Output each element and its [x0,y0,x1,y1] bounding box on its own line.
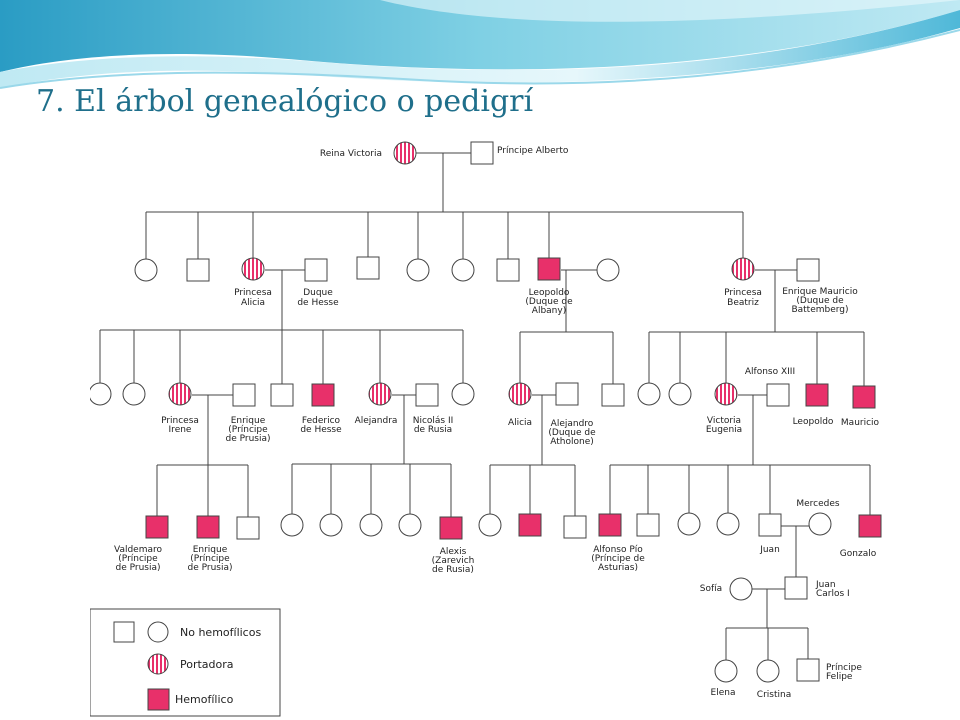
mauricio-symbol [852,385,876,409]
nicolas-ii-symbol [415,383,439,407]
son-symbol [496,258,520,282]
princesa-alicia-symbol [241,257,265,281]
enrique-prusia-symbol [232,383,256,407]
mercedes-symbol [808,512,832,536]
slide-title: 7. El árbol genealógico o pedigrí [36,84,534,119]
valdemaro-symbol [145,515,169,539]
pedigree-lines [99,152,871,660]
label-alejandra: Alejandra [355,416,398,426]
leopoldo-symbol [805,383,829,407]
victoria-eugenia-symbol [714,382,738,406]
label-gonzalo: Gonzalo [840,549,877,559]
daughter-symbol [478,513,502,537]
princesa-beatriz-symbol [731,257,755,281]
daughter-symbol [637,382,661,406]
legend-carrier-label: Portadora [180,658,234,671]
leopoldo-albany-symbol [537,257,561,281]
label-alfonso-xiii: Alfonso XIII [745,367,795,377]
sofia-symbol [729,577,753,601]
alfonso-xiii-symbol [766,383,790,407]
affected-son-symbol [518,513,542,537]
federico-hesse-symbol [311,383,335,407]
duque-hesse-symbol [304,258,328,282]
legend-carrier-symbol [147,653,169,675]
label-alicia: Alicia [508,418,532,428]
son-symbol [636,513,660,537]
alejandra-symbol [368,382,392,406]
son-symbol [601,383,625,407]
header-banner [0,0,960,89]
legend-normal-label: No hemofílicos [180,626,261,639]
label-mercedes: Mercedes [796,499,840,509]
enrique-mauricio-symbol [796,258,820,282]
legend-circle-symbol [147,621,169,643]
label-leopoldo: Leopoldo [793,417,834,427]
son-symbol [236,516,260,540]
daughter-symbol [406,258,430,282]
reina-victoria-symbol [393,141,417,165]
label-principe-alberto: Príncipe Alberto [497,146,569,156]
cristina-symbol [756,659,780,683]
label-elena: Elena [711,688,736,698]
son-symbol [270,383,294,407]
daughter-symbol [451,382,475,406]
label-cristina: Cristina [757,690,791,700]
daughter-symbol [280,513,304,537]
alicia-symbol [508,382,532,406]
alejandro-atholone-symbol [555,382,579,406]
daughter-symbol [668,382,692,406]
juan-carlos-symbol [784,576,808,600]
son-symbol [356,256,380,280]
legend: No hemofílicos Portadora Hemofílico [90,608,281,717]
gonzalo-symbol [858,514,882,538]
label-mauricio: Mauricio [841,418,880,428]
label-reina-victoria: Reina Victoria [320,149,382,159]
daughter-symbol [122,382,146,406]
legend-affected-label: Hemofílico [175,693,234,706]
princesa-irene-symbol [168,382,192,406]
elena-symbol [714,659,738,683]
legend-square-symbol [113,621,135,643]
daughter-symbol [451,258,475,282]
daughter-symbol [319,513,343,537]
felipe-symbol [796,658,820,682]
daughter-symbol [716,512,740,536]
enrique-prusia-son-symbol [196,515,220,539]
legend-affected-symbol [147,688,170,711]
label-sofia: Sofía [700,584,722,594]
principe-alberto-symbol [470,141,494,165]
pedigree-chart: Reina Victoria Príncipe Alberto Princesa… [90,141,882,717]
juan-symbol [758,513,782,537]
alfonso-pio-symbol [598,513,622,537]
son-symbol [186,258,210,282]
leopoldo-wife-symbol [596,258,620,282]
daughter-symbol [398,513,422,537]
daughter-symbol [359,513,383,537]
label-juan: Juan [759,545,780,555]
daughter-symbol [677,512,701,536]
son-symbol [563,515,587,539]
alexis-symbol [439,516,463,540]
daughter-symbol [134,258,158,282]
daughter-symbol [90,382,112,406]
